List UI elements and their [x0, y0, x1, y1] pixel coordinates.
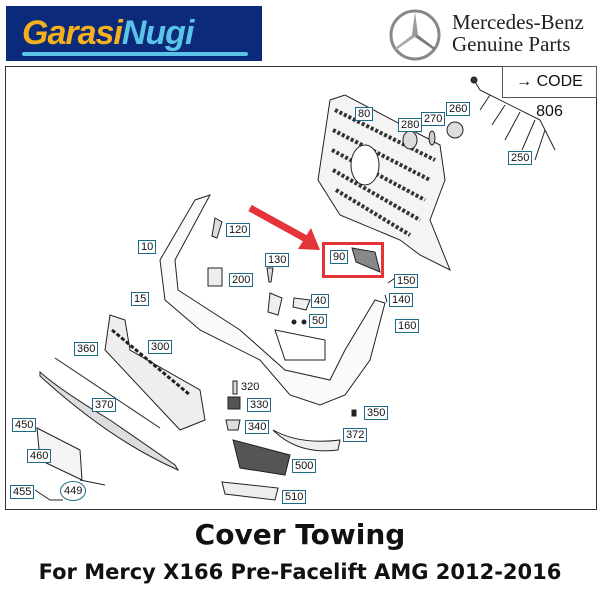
- part-label[interactable]: 330: [247, 398, 272, 412]
- store-logo: GarasiNugi: [6, 6, 262, 61]
- highlighted-towing-cover: [351, 247, 381, 273]
- part-label[interactable]: 80: [355, 107, 374, 121]
- product-subtitle: For Mercy X166 Pre-Facelift AMG 2012-201…: [38, 560, 562, 584]
- trim-strip-part: [39, 357, 180, 472]
- part-label[interactable]: 372: [343, 428, 368, 442]
- part-label[interactable]: 280: [398, 118, 423, 132]
- code-note: → CODE 806: [502, 66, 597, 120]
- logo-part2: Nugi: [121, 14, 195, 52]
- mercedes-star-icon: [389, 9, 441, 61]
- bumper-part: [159, 194, 386, 406]
- logo-underline: [22, 52, 248, 56]
- sensor-parts: [402, 121, 464, 150]
- part-label[interactable]: 320: [239, 381, 262, 393]
- part-label[interactable]: 200: [229, 273, 254, 287]
- red-arrow-icon: [248, 204, 320, 250]
- part-label[interactable]: 250: [508, 151, 533, 165]
- part-label[interactable]: 300: [148, 340, 173, 354]
- part-label[interactable]: 270: [421, 112, 446, 126]
- part-label[interactable]: 370: [92, 398, 117, 412]
- part-label[interactable]: 160: [395, 319, 420, 333]
- brand-text: Mercedes-Benz Genuine Parts: [452, 11, 584, 55]
- part-label[interactable]: 260: [446, 102, 471, 116]
- part-label[interactable]: 130: [265, 253, 290, 267]
- part-label[interactable]: 120: [226, 223, 251, 237]
- parts-diagram-drawing: [34, 76, 556, 501]
- part-label[interactable]: 50: [309, 314, 328, 328]
- product-title: Cover Towing: [194, 518, 406, 551]
- part-label[interactable]: 10: [138, 240, 157, 254]
- part-label[interactable]: 15: [131, 292, 150, 306]
- wiring-harness-part: [470, 76, 556, 161]
- reinforcement-part: [104, 314, 206, 431]
- part-label[interactable]: 350: [364, 406, 389, 420]
- part-label[interactable]: 360: [74, 342, 99, 356]
- part-label[interactable]: 450: [12, 418, 37, 432]
- part-label[interactable]: 340: [245, 420, 270, 434]
- part-label[interactable]: 40: [311, 294, 330, 308]
- store-logo-text: GarasiNugi: [22, 14, 195, 53]
- part-label-highlighted[interactable]: 90: [330, 250, 349, 264]
- part-label[interactable]: 455: [10, 485, 35, 499]
- part-label[interactable]: 140: [389, 293, 414, 307]
- part-label[interactable]: 460: [27, 449, 52, 463]
- parts-diagram-frame: [5, 66, 597, 510]
- small-parts: [207, 217, 396, 501]
- logo-part1: Garasi: [22, 14, 123, 52]
- part-label-circled[interactable]: 449: [60, 481, 87, 501]
- highlight-box: [322, 242, 384, 278]
- part-label[interactable]: 150: [394, 274, 419, 288]
- brand-line1: Mercedes-Benz: [452, 10, 584, 34]
- brand-line2: Genuine Parts: [452, 32, 571, 56]
- part-label[interactable]: 500: [292, 459, 317, 473]
- part-label[interactable]: 510: [282, 490, 307, 504]
